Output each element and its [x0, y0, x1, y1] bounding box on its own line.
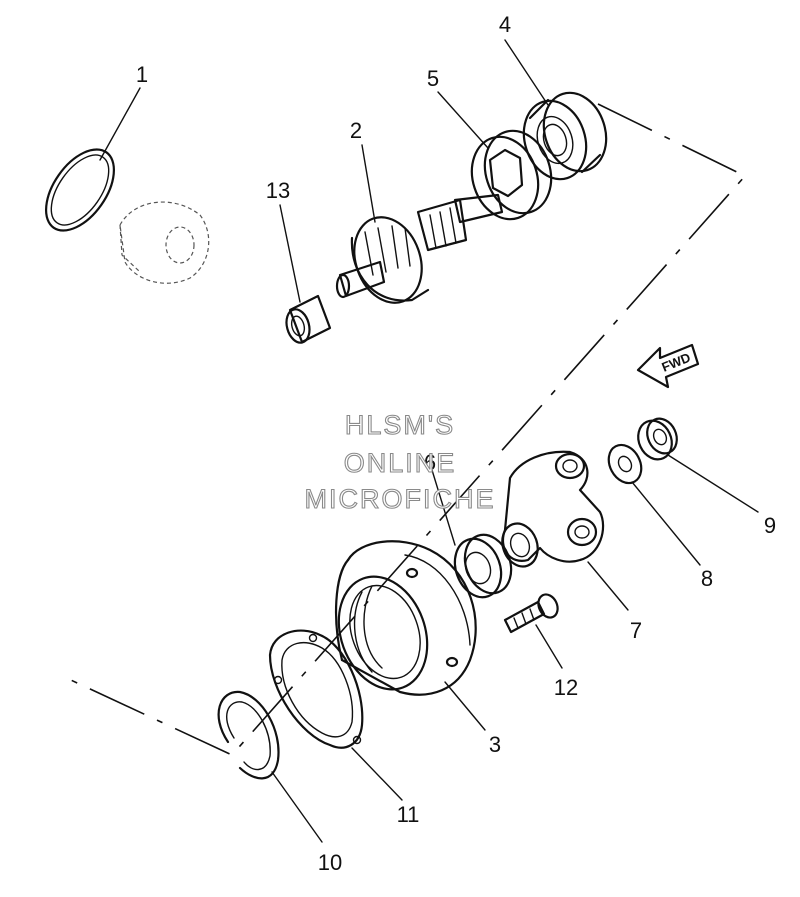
- reference-gear-outline: [119, 201, 210, 284]
- part-10-snap-ring: [217, 690, 280, 780]
- callout-7: 7: [630, 618, 642, 643]
- callout-1: 1: [136, 62, 148, 87]
- part-3-bearing-housing: [335, 540, 477, 696]
- callout-8: 8: [701, 566, 713, 591]
- part-11-gasket: [268, 629, 364, 749]
- callout-numbers: 1 2 3 4 5 6 7 8 9 10 11 12 13: [136, 12, 776, 875]
- part-7-yoke: [501, 450, 605, 568]
- callout-3: 3: [489, 732, 501, 757]
- part-1-o-ring: [44, 148, 116, 232]
- callout-10: 10: [318, 850, 342, 875]
- callout-4: 4: [499, 12, 511, 37]
- part-2-shaft-gear: [335, 193, 504, 304]
- callout-12: 12: [554, 675, 578, 700]
- callout-2: 2: [350, 118, 362, 143]
- part-6-oil-seal: [453, 533, 513, 599]
- callout-11: 11: [397, 802, 420, 827]
- watermark-line-3: MICROFICHE: [304, 483, 496, 514]
- callout-6: 6: [424, 450, 436, 475]
- part-13-needle-bearing: [285, 294, 332, 344]
- watermark-line-2: ONLINE: [343, 447, 457, 478]
- part-4-ball-bearing: [522, 91, 608, 181]
- part-12-flange-bolt: [503, 593, 559, 634]
- part-5-hex-collar: [470, 129, 553, 221]
- forward-label: FWD: [660, 350, 693, 375]
- part-8-washer: [607, 443, 643, 485]
- forward-direction-arrow: FWD: [636, 343, 700, 389]
- part-9-flange-nut: [637, 417, 678, 461]
- callout-5: 5: [427, 66, 439, 91]
- callout-leader-lines: [99, 39, 759, 843]
- watermark-line-1: HLSM'S: [344, 409, 456, 440]
- callout-13: 13: [266, 178, 290, 203]
- callout-9: 9: [764, 513, 776, 538]
